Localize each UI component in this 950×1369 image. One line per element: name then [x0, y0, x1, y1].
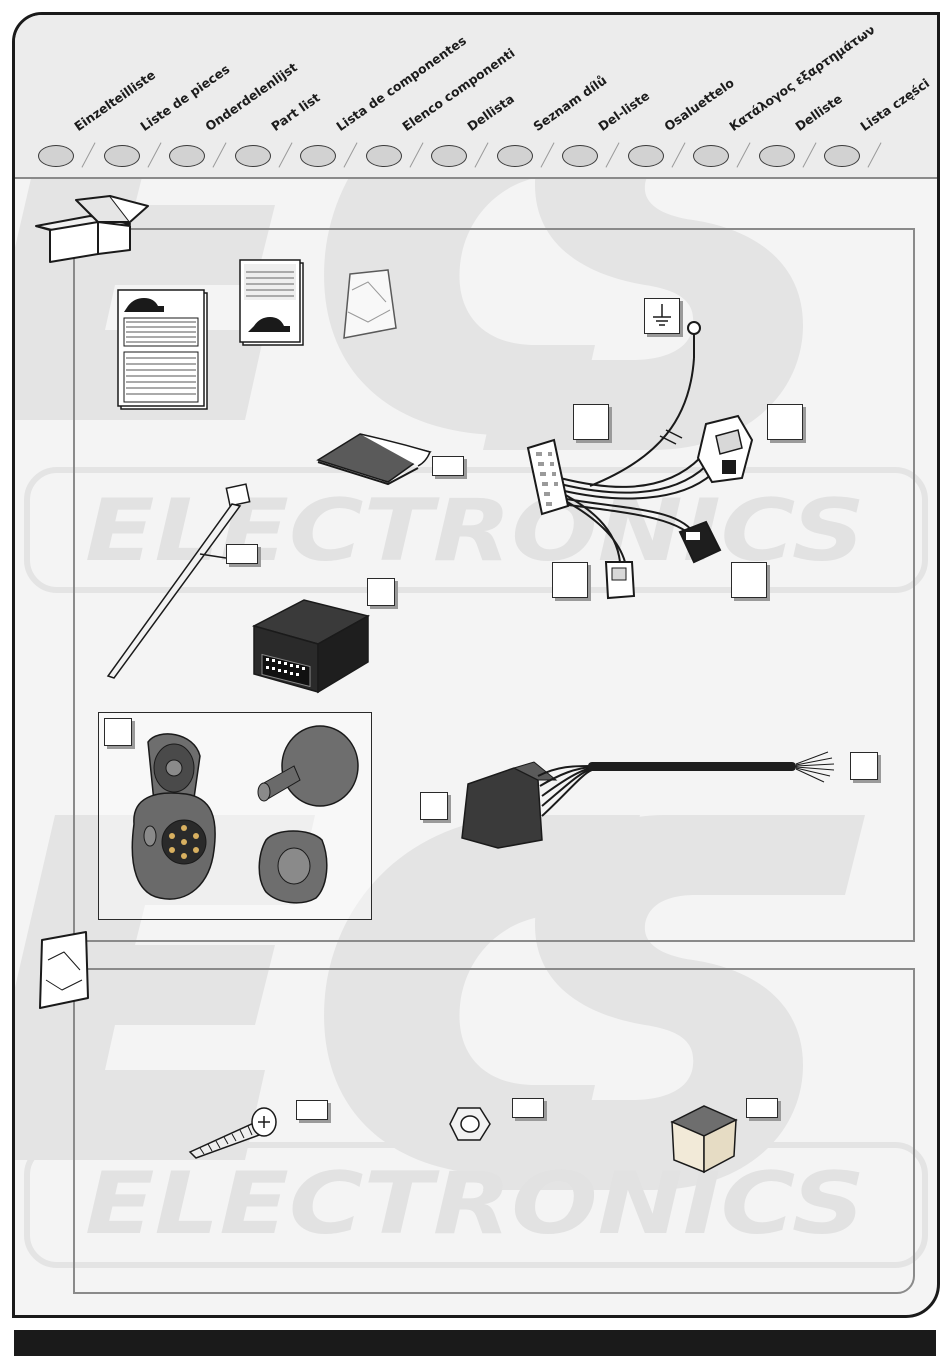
screw	[184, 1096, 284, 1160]
part-tag-wiring-loom-end	[850, 752, 878, 780]
part-tag-screw	[296, 1100, 328, 1120]
part-tag-cable-tie	[226, 544, 258, 564]
language-select-circle[interactable]	[366, 145, 402, 167]
part-tag-harness-d	[731, 562, 767, 598]
language-select-circle[interactable]	[38, 145, 74, 167]
part-tag-adhesive-pad	[432, 456, 464, 476]
part-tag-relay-cap	[746, 1098, 778, 1118]
part-tag-control-module	[367, 578, 395, 606]
rubber-seal	[252, 724, 360, 812]
language-select-circle[interactable]	[759, 145, 795, 167]
part-tag-harness-c	[552, 562, 588, 598]
part-tag-harness-b	[767, 404, 803, 440]
language-select-circle[interactable]	[169, 145, 205, 167]
hex-nut	[448, 1104, 492, 1144]
fitting-instructions-leaflet	[118, 290, 210, 412]
language-select-circle[interactable]	[431, 145, 467, 167]
cable-tie	[104, 482, 264, 682]
tow-bar-wiring-loom	[458, 744, 848, 854]
relay-cap	[664, 1098, 744, 1176]
electronic-control-module	[244, 596, 374, 696]
language-select-circle[interactable]	[497, 145, 533, 167]
part-tag-harness-a	[573, 404, 609, 440]
language-select-circle[interactable]	[628, 145, 664, 167]
trailer-socket	[124, 728, 220, 904]
language-select-circle[interactable]	[562, 145, 598, 167]
language-select-circle[interactable]	[104, 145, 140, 167]
part-tag-wiring-loom-plug	[420, 792, 448, 820]
language-select-circle[interactable]	[300, 145, 336, 167]
language-select-circle[interactable]	[693, 145, 729, 167]
vehicle-info-sheet	[240, 260, 304, 346]
cardboard-box-icon	[32, 192, 152, 264]
part-tag-hex-nut	[512, 1098, 544, 1118]
mounting-gasket	[256, 826, 330, 906]
plastic-bag-icon	[34, 930, 94, 1012]
language-select-circle[interactable]	[824, 145, 860, 167]
small-parts-bag	[338, 266, 402, 346]
language-select-circle[interactable]	[235, 145, 271, 167]
footer-bar	[14, 1330, 936, 1356]
